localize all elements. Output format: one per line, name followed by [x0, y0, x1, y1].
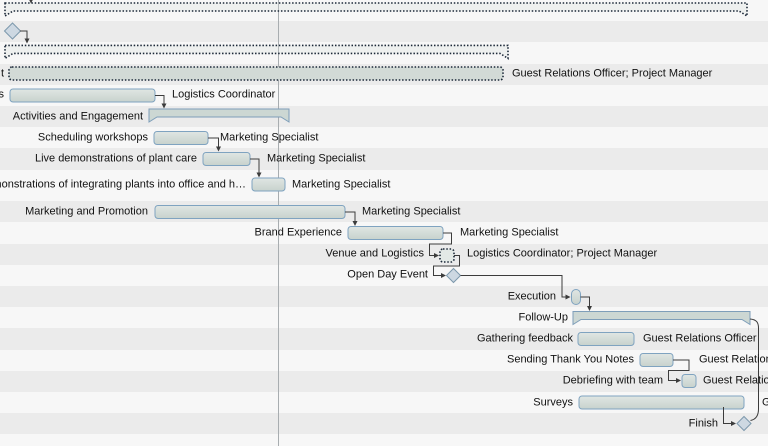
row-stripe: [0, 434, 768, 446]
task-debriefing-with-team-bar[interactable]: [681, 374, 697, 388]
task-surveys-bar[interactable]: [578, 395, 745, 410]
task-debriefing-with-team-label: Debriefing with team: [562, 374, 663, 387]
summary-follow-up-label: Follow-Up: [518, 311, 568, 324]
task-logistics-label: s: [0, 88, 4, 101]
task-scheduling-workshops-assignees: Marketing Specialist: [220, 131, 319, 144]
dependency-connector: [723, 407, 736, 426]
task-selected-guest-relations-assignees: Guest Relations Officer; Project Manager: [512, 67, 713, 80]
task-marketing-and-promotion-assignees: Marketing Specialist: [362, 205, 461, 218]
task-selected-guest-relations-label: t: [0, 67, 4, 80]
task-logistics-bar[interactable]: [9, 88, 156, 103]
task-live-demonstrations-of-plant-care-assignees: Marketing Specialist: [267, 152, 366, 165]
row-stripe: [0, 349, 768, 371]
task-execution-label: Execution: [507, 290, 556, 303]
task-surveys-assignees: G: [762, 396, 768, 409]
task-demonstrations-of-integrating-plants-bar[interactable]: [251, 177, 286, 192]
task-gathering-feedback-assignees: Guest Relations Officer: [643, 332, 757, 345]
milestone-finish-diamond[interactable]: [736, 415, 752, 432]
milestone-open-day-event-diamond[interactable]: [445, 267, 462, 284]
row-stripe: [0, 328, 768, 350]
row-stripe: [0, 264, 768, 286]
task-live-demonstrations-of-plant-care-label: Live demonstrations of plant care: [34, 152, 197, 165]
row-stripe: [0, 413, 768, 435]
milestone-start-diamond[interactable]: [3, 22, 22, 40]
task-live-demonstrations-of-plant-care-bar[interactable]: [202, 152, 251, 166]
task-surveys-label: Surveys: [533, 396, 573, 409]
task-scheduling-workshops-bar[interactable]: [153, 131, 209, 145]
task-selected-guest-relations-bar[interactable]: [8, 66, 504, 81]
task-brand-experience-bar[interactable]: [347, 226, 444, 240]
row-stripe: [0, 21, 768, 43]
dependency-connector: [429, 232, 452, 258]
dependency-connector: [580, 296, 592, 311]
task-gathering-feedback-bar[interactable]: [577, 332, 635, 346]
summary-selected-2-bar[interactable]: [4, 44, 509, 60]
row-stripe: [0, 243, 768, 265]
task-sending-thank-you-notes-label: Sending Thank You Notes: [506, 353, 634, 366]
task-sending-thank-you-notes-assignees: Guest Relations: [699, 353, 768, 366]
task-selected-venue-and-logistics-bar[interactable]: [439, 248, 455, 263]
task-debriefing-with-team-assignees: Guest Relation: [703, 374, 768, 387]
task-logistics-assignees: Logistics Coordinator: [172, 88, 276, 101]
dependency-connector: [668, 359, 690, 383]
task-execution-bar[interactable]: [571, 289, 581, 305]
dependency-connector: [250, 158, 262, 178]
dependency-connector: [433, 255, 460, 278]
row-stripe: [0, 169, 768, 202]
task-scheduling-workshops-label: Scheduling workshops: [37, 131, 148, 144]
task-brand-experience-label: Brand Experience: [254, 226, 342, 239]
dependency-connector: [345, 211, 358, 226]
dependency-connector: [155, 95, 167, 109]
task-marketing-and-promotion-bar[interactable]: [154, 205, 346, 219]
row-stripe: [0, 392, 768, 414]
task-brand-experience-assignees: Marketing Specialist: [460, 226, 559, 239]
task-gathering-feedback-label: Gathering feedback: [476, 332, 573, 345]
dependency-connector: [208, 137, 221, 152]
task-demonstrations-of-integrating-plants-label: Demonstrations of integrating plants int…: [0, 178, 246, 190]
task-selected-venue-and-logistics-assignees: Logistics Coordinator; Project Manager: [467, 247, 658, 260]
timeline-gridline: [278, 0, 279, 446]
dependency-connector: [749, 318, 759, 421]
summary-selected-1-bar[interactable]: [4, 2, 748, 18]
task-demonstrations-of-integrating-plants-assignees: Marketing Specialist: [292, 178, 391, 190]
summary-activities-and-engagement-label: Activities and Engagement: [12, 110, 143, 123]
dependency-connector: [460, 275, 571, 300]
milestone-finish-label: Finish: [688, 417, 718, 430]
task-marketing-and-promotion-label: Marketing and Promotion: [25, 205, 148, 218]
row-stripe: [0, 84, 768, 106]
task-sending-thank-you-notes-bar[interactable]: [639, 353, 674, 367]
summary-activities-and-engagement-bar[interactable]: [148, 108, 290, 123]
row-stripe: [0, 148, 768, 170]
task-selected-venue-and-logistics-label: Venue and Logistics: [325, 247, 424, 260]
summary-follow-up-bar[interactable]: [572, 311, 751, 326]
milestone-open-day-event-label: Open Day Event: [347, 268, 428, 281]
row-stripe: [0, 370, 768, 392]
dependency-connector: [20, 30, 30, 44]
